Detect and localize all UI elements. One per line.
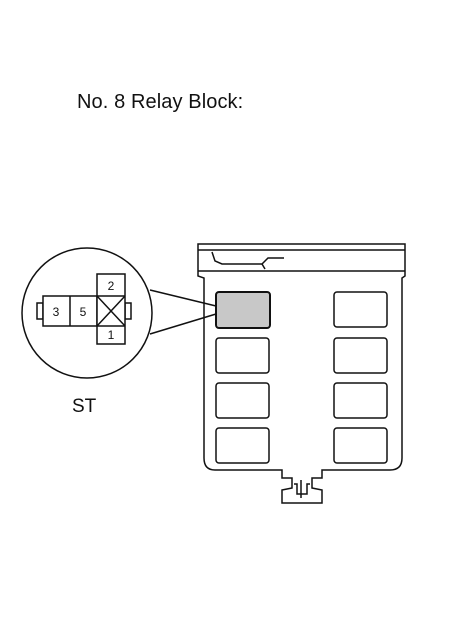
- relay-block-housing: [197, 243, 406, 504]
- relay-slot: [215, 337, 270, 374]
- relay-slot: [333, 382, 388, 419]
- relay-slot: [333, 291, 388, 328]
- pin-label-3: 3: [53, 305, 60, 319]
- relay-slot: [333, 427, 388, 464]
- pin-label-5: 5: [80, 305, 87, 319]
- pin-label-1: 1: [108, 328, 115, 342]
- st-connector: [36, 273, 132, 345]
- pin-label-2: 2: [108, 279, 115, 293]
- relay-slot: [333, 337, 388, 374]
- diagram-title: No. 8 Relay Block:: [77, 91, 244, 113]
- relay-slot-highlighted: [215, 291, 271, 329]
- relay-slot: [215, 382, 270, 419]
- callout-lines: [149, 289, 217, 335]
- connector-label: ST: [72, 396, 97, 417]
- relay-slot: [215, 427, 270, 464]
